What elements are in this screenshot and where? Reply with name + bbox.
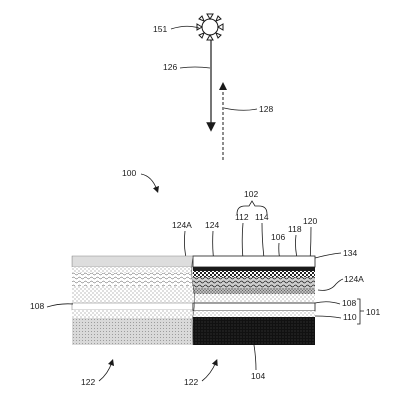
leader-layer-110 [314, 315, 342, 319]
bracket-101 [357, 298, 364, 325]
leader-incident-ray [179, 66, 211, 69]
label-layer-120: 120 [303, 216, 317, 226]
leader-right-108 [314, 301, 341, 305]
label-layer-118: 118 [288, 224, 302, 234]
arrow-122-left [98, 358, 115, 382]
boundary-124a [191, 255, 195, 346]
leader-assembly [140, 173, 159, 194]
label-base-104: 104 [251, 371, 265, 381]
leader-left-108 [46, 303, 74, 308]
leader-base-104 [253, 344, 257, 371]
label-layer-124a-right: 124A [344, 274, 364, 284]
leader-reflected-ray [223, 107, 258, 111]
sun-icon [196, 13, 224, 41]
label-incident-ray: 126 [163, 62, 177, 72]
label-layer-124: 124 [205, 220, 219, 230]
label-cover-134: 134 [343, 248, 357, 258]
label-stack: 102 [244, 189, 258, 199]
leader-124a-right [317, 278, 344, 291]
label-region-122-right: 122 [184, 377, 198, 387]
label-layer-112: 112 [235, 212, 249, 222]
right-region [192, 255, 316, 345]
label-substrate-101: 101 [366, 307, 380, 317]
label-layer-114: 114 [255, 212, 269, 222]
label-layer-124a-top: 124A [172, 220, 192, 230]
leader-sun [170, 25, 200, 30]
label-reflected-ray: 128 [259, 104, 273, 114]
label-layer-106: 106 [271, 232, 285, 242]
label-region-122-left: 122 [81, 377, 95, 387]
label-right-108: 108 [342, 298, 356, 308]
left-region [71, 255, 194, 345]
label-left-108: 108 [30, 301, 44, 311]
arrow-122-right [201, 359, 218, 382]
leader-cover-134 [314, 252, 342, 259]
label-sun: 151 [153, 24, 167, 34]
bracket-stack [236, 200, 268, 215]
label-layer-110: 110 [343, 312, 357, 322]
label-assembly: 100 [122, 168, 136, 178]
